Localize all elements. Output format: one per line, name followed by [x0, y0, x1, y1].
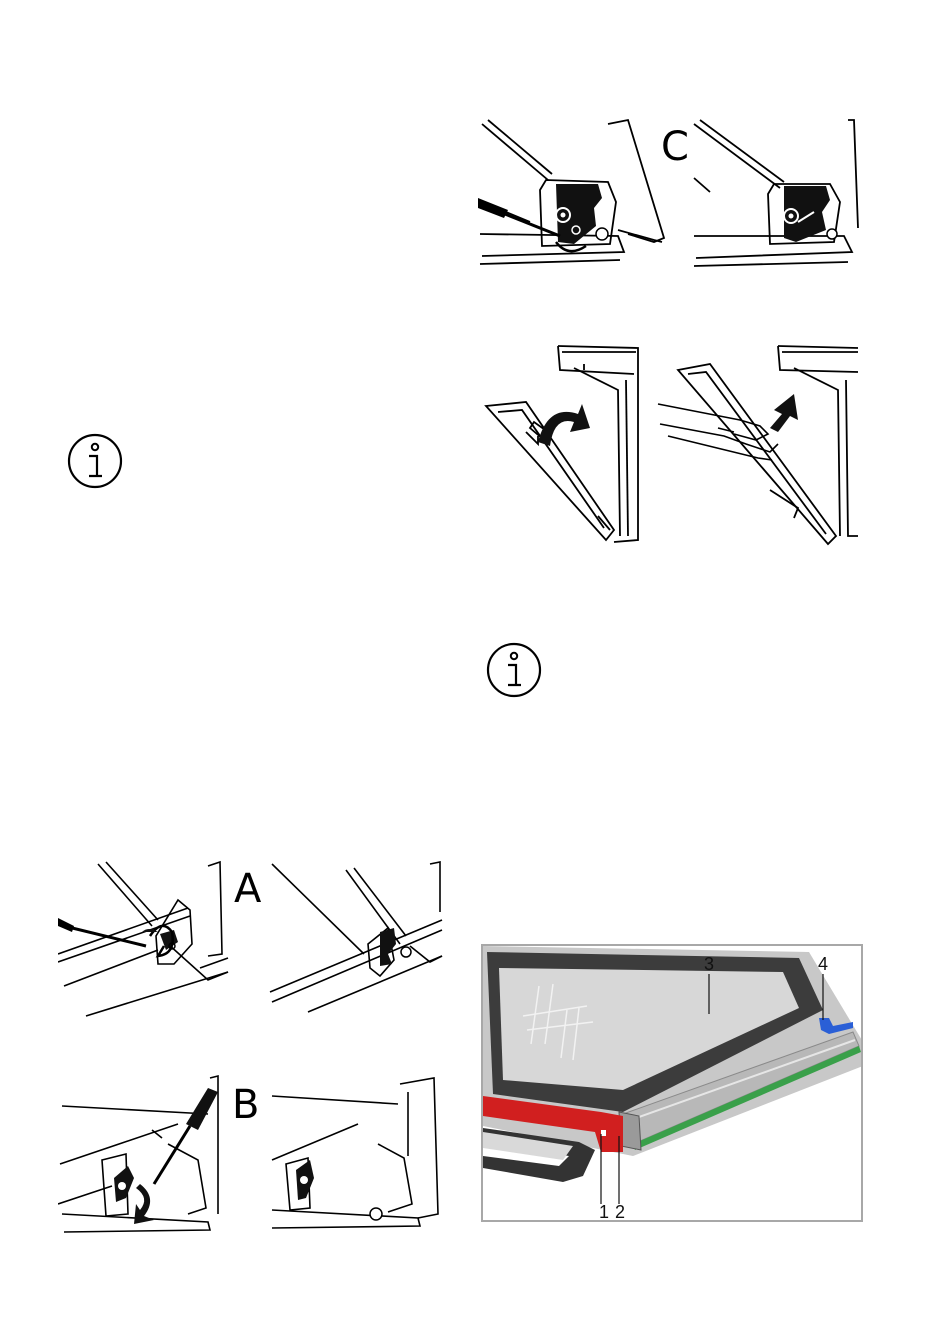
hinge-b-letter: B: [232, 1082, 259, 1128]
info-icon-left: [66, 432, 124, 490]
door-removal-left-oven: [558, 346, 638, 542]
hinge-b-right-panel: [272, 1078, 438, 1228]
hinge-b-right-lever: [296, 1160, 382, 1220]
info-icon: [66, 432, 124, 490]
door-frame-figure: 1 2 3 4: [481, 944, 863, 1222]
info-icon: [485, 641, 543, 699]
hinge-a-right-panel: [270, 862, 442, 1012]
callout-2: 2: [615, 1202, 625, 1220]
hinge-c-right-lever: [784, 186, 837, 242]
hinge-a-left-panel: [58, 862, 228, 1016]
hinge-a-left-lever: [58, 918, 178, 956]
door-removal-right-oven: [778, 346, 858, 536]
hinge-a-letter: A: [234, 866, 262, 912]
figure-hinge-c: C: [478, 118, 863, 274]
door-removal-right-door: [678, 364, 836, 544]
figure-door-removal: [478, 340, 863, 550]
callout-3: 3: [704, 954, 714, 974]
hinge-a-right-lever: [380, 928, 411, 966]
screwdriver-icon: [154, 1088, 218, 1184]
callout-1: 1: [599, 1202, 609, 1220]
info-icon-right: [485, 641, 543, 699]
lift-arrow-icon: [770, 394, 798, 432]
hinge-c-left-lever: [478, 184, 608, 251]
callout-4: 4: [818, 954, 828, 974]
rotate-arrow-icon: [538, 404, 590, 446]
figure-hinge-b: B: [58, 1074, 443, 1238]
hinge-c-letter: C: [661, 124, 689, 170]
hinge-c-right-panel: [694, 120, 858, 266]
figure-hinge-a: A: [58, 860, 443, 1020]
